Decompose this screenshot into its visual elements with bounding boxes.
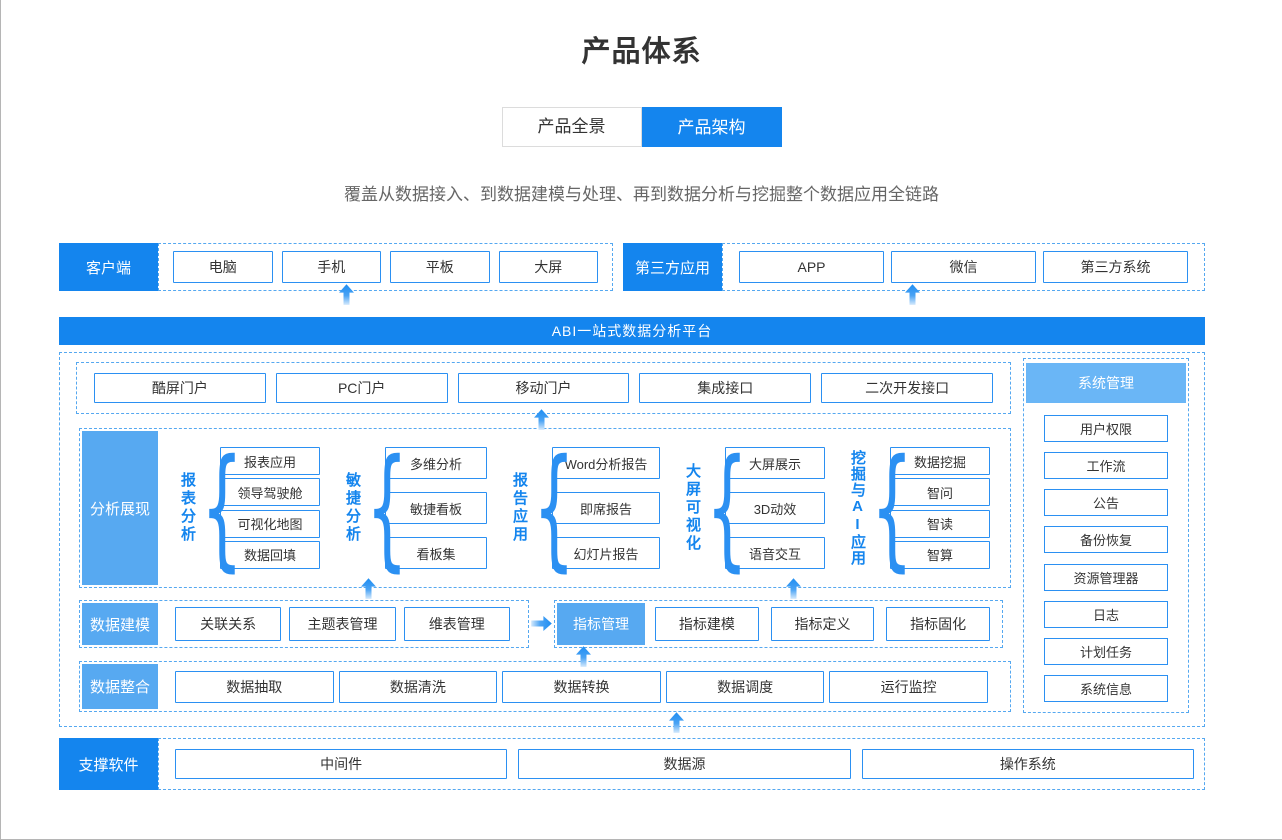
up-arrow-icon	[905, 284, 920, 305]
brace-icon	[366, 448, 376, 568]
portal-container: 酷屏门户 PC门户 移动门户 集成接口 二次开发接口	[76, 362, 1011, 414]
brace-icon	[706, 448, 716, 568]
platform-container	[59, 352, 1205, 727]
portal-mobile: 移动门户	[457, 373, 630, 403]
modeling-section-label: 数据建模	[82, 603, 158, 645]
system-item-resource-manager: 资源管理器	[1044, 563, 1168, 591]
right-arrow-icon	[531, 616, 552, 631]
system-items: 用户权限 工作流 公告 备份恢复 资源管理器 日志 计划任务 系统信息	[1044, 415, 1168, 702]
brace-icon	[201, 448, 211, 568]
integration-item-extract: 数据抽取	[175, 670, 334, 703]
up-arrow-icon	[669, 712, 684, 733]
system-item-announcement: 公告	[1044, 489, 1168, 517]
integration-item-clean: 数据清洗	[338, 670, 498, 703]
system-panel: 系统管理 用户权限 工作流 公告 备份恢复 资源管理器 日志 计划任务 系统信息	[1023, 358, 1189, 713]
tab-product-panorama[interactable]: 产品全景	[501, 107, 642, 147]
support-section-label: 支撑软件	[59, 738, 158, 790]
tab-product-architecture[interactable]: 产品架构	[641, 107, 782, 147]
support-item-datasource: 数据源	[518, 749, 851, 779]
analysis-group-agile: 敏捷分析 多维分析 敏捷看板 看板集	[344, 447, 487, 569]
thirdparty-item-app: APP	[739, 251, 884, 283]
brace-icon	[533, 448, 543, 568]
tab-bar: 产品全景 产品架构	[1, 107, 1282, 147]
portal-coolscreen: 酷屏门户	[94, 373, 266, 403]
modeling-item-subject-table: 主题表管理	[289, 607, 396, 641]
group-name-report-app: 报告应用	[511, 472, 528, 544]
integration-section-label: 数据整合	[82, 664, 158, 709]
client-item-pad: 平板	[390, 251, 490, 283]
support-item-middleware: 中间件	[175, 749, 508, 779]
thirdparty-item-wechat: 微信	[891, 251, 1036, 283]
page-title: 产品体系	[581, 36, 702, 68]
platform-banner: ABI一站式数据分析平台	[59, 317, 1205, 345]
indicator-items: 指标建模 指标定义 指标固化	[655, 601, 991, 647]
system-item-scheduled-task: 计划任务	[1044, 637, 1168, 665]
analysis-group-bigscreen: 大屏可视化 大屏展示 3D动效 语音交互	[684, 447, 825, 569]
client-item-mobile: 手机	[281, 251, 381, 283]
up-arrow-icon	[534, 409, 549, 430]
integration-item-schedule: 数据调度	[665, 670, 825, 703]
integration-item-transform: 数据转换	[502, 670, 661, 703]
system-item-backup: 备份恢复	[1044, 526, 1168, 554]
analysis-group-report: 报表分析 报表应用 领导驾驶舱 可视化地图 数据回填	[179, 447, 320, 569]
group-name-agile-analysis: 敏捷分析	[344, 472, 361, 544]
thirdparty-container: APP 微信 第三方系统	[722, 243, 1205, 291]
indicator-item-modeling: 指标建模	[655, 607, 759, 641]
indicator-section-label: 指标管理	[557, 603, 645, 645]
system-item-system-info: 系统信息	[1044, 674, 1168, 702]
client-section-label: 客户端	[59, 243, 158, 291]
analysis-group-ai: 挖掘与AI应用 数据挖掘 智问 智读 智算	[849, 447, 990, 569]
indicator-item-solidify: 指标固化	[886, 607, 991, 641]
up-arrow-icon	[786, 578, 801, 599]
portal-dev-api: 二次开发接口	[821, 373, 993, 403]
modeling-section: 数据建模 关联关系 主题表管理 维表管理	[79, 600, 529, 648]
integration-item-monitor: 运行监控	[829, 670, 988, 703]
analysis-group-reporting: 报告应用 Word分析报告 即席报告 幻灯片报告	[511, 447, 660, 569]
integration-items: 数据抽取 数据清洗 数据转换 数据调度 运行监控	[175, 662, 988, 711]
up-arrow-icon	[361, 578, 376, 599]
indicator-section: 指标管理 指标建模 指标定义 指标固化	[554, 600, 1003, 648]
thirdparty-section-label: 第三方应用	[623, 243, 722, 291]
analysis-section-label: 分析展现	[82, 431, 158, 585]
analysis-section: 分析展现 报表分析 报表应用 领导驾驶舱 可视化地图 数据回填 敏捷分析 多维分…	[79, 428, 1011, 588]
support-container: 中间件 数据源 操作系统	[158, 738, 1205, 790]
system-item-workflow: 工作流	[1044, 452, 1168, 480]
system-item-user-permission: 用户权限	[1044, 415, 1168, 442]
support-item-os: 操作系统	[861, 749, 1194, 779]
modeling-item-relation: 关联关系	[175, 607, 282, 641]
brace-icon	[871, 448, 881, 568]
up-arrow-icon	[576, 646, 591, 667]
up-arrow-icon	[339, 284, 354, 305]
client-devices-container: 电脑 手机 平板 大屏	[158, 243, 613, 291]
group-name-report-analysis: 报表分析	[179, 472, 196, 544]
modeling-item-dim-table: 维表管理	[403, 607, 510, 641]
system-panel-header: 系统管理	[1026, 363, 1186, 403]
indicator-item-definition: 指标定义	[770, 607, 875, 641]
modeling-items: 关联关系 主题表管理 维表管理	[175, 601, 510, 647]
integration-section: 数据整合 数据抽取 数据清洗 数据转换 数据调度 运行监控	[79, 661, 1011, 712]
thirdparty-item-thirdsystem: 第三方系统	[1043, 251, 1188, 283]
page-subtitle: 覆盖从数据接入、到数据建模与处理、再到数据分析与挖掘整个数据应用全链路	[344, 185, 939, 204]
system-item-log: 日志	[1044, 600, 1168, 628]
group-name-mining-ai: 挖掘与AI应用	[849, 450, 866, 566]
portal-integration-api: 集成接口	[639, 373, 812, 403]
client-item-pc: 电脑	[173, 251, 273, 283]
portal-pc: PC门户	[275, 373, 448, 403]
group-name-bigscreen-visual: 大屏可视化	[684, 463, 701, 553]
analysis-groups: 报表分析 报表应用 领导驾驶舱 可视化地图 数据回填 敏捷分析 多维分析 敏捷看…	[80, 429, 1010, 587]
client-item-bigscreen: 大屏	[498, 251, 598, 283]
